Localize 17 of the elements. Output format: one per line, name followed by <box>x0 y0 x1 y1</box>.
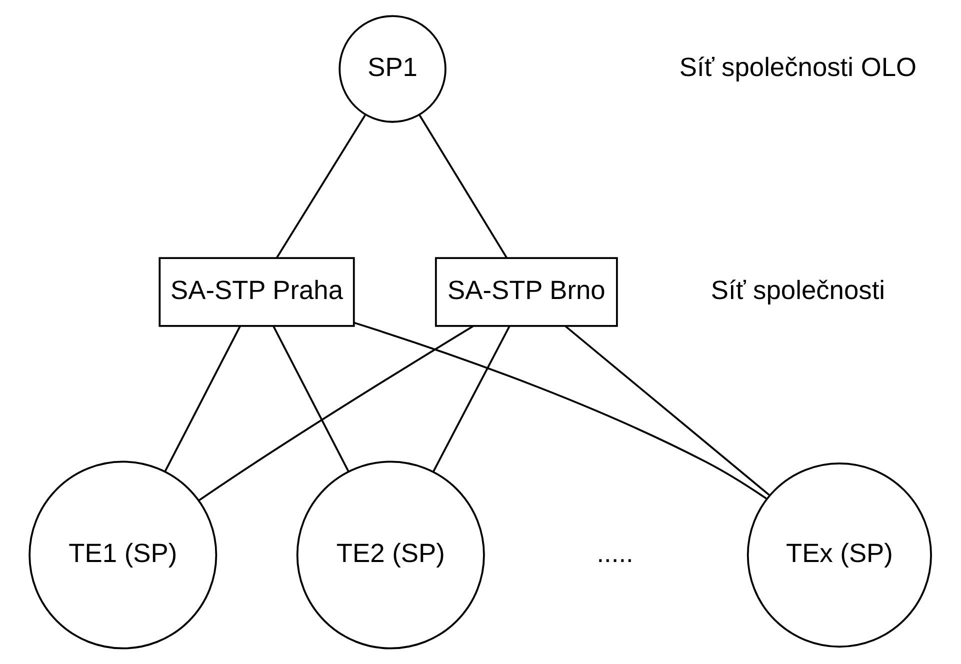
node-circle: TEx (SP) <box>746 462 932 648</box>
node-circle: TE2 (SP) <box>296 460 485 650</box>
node-box: SA-STP Praha <box>158 257 355 327</box>
connector <box>564 325 770 496</box>
label: ..... <box>596 538 634 568</box>
connector <box>418 114 508 258</box>
node-box: SA-STP Brno <box>434 257 618 327</box>
connector <box>164 326 241 472</box>
label: Síť společnosti <box>710 274 886 305</box>
node-circle: SP1 <box>338 15 446 123</box>
connector <box>354 322 767 500</box>
node-circle: TE1 (SP) <box>28 460 218 650</box>
label: Síť společnosti OLO <box>679 52 917 82</box>
connector <box>272 326 350 472</box>
connector <box>276 114 366 258</box>
connector <box>432 326 510 472</box>
connector <box>198 325 474 502</box>
